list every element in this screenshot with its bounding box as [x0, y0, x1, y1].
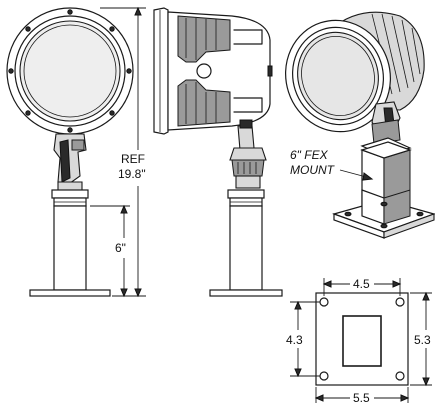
side-pivot: [196, 63, 212, 79]
side-fins-top: [177, 15, 231, 63]
iso-lens-inner: [301, 35, 375, 117]
front-bolt: [67, 127, 73, 133]
side-knuckle-base: [235, 175, 261, 189]
stem-height-label: 6": [115, 241, 126, 255]
base-plate-top-view: [315, 292, 409, 386]
front-bolt: [8, 68, 14, 74]
iso-lens: [297, 31, 379, 121]
hole-height-dimension: [290, 300, 320, 378]
isometric-view: [285, 11, 435, 239]
plate-hole: [319, 297, 329, 307]
front-lens: [19, 20, 121, 122]
front-bolt: [25, 26, 31, 32]
side-lens-ring: [153, 7, 169, 135]
side-view: [153, 7, 283, 297]
plate-height-dimension: [410, 291, 432, 387]
front-bracket-dark: [59, 139, 71, 183]
plate-hole: [395, 297, 405, 307]
hole-width-label: 4.5: [353, 277, 370, 291]
side-fins-bottom: [177, 79, 231, 127]
side-bracket-nut: [239, 119, 253, 129]
side-stem: [229, 205, 263, 291]
iso-base-side: [383, 213, 435, 239]
stem-height-dimension: [90, 204, 130, 298]
side-collar: [227, 189, 265, 199]
plate-width-label: 5.5: [353, 391, 370, 405]
front-bolt: [25, 110, 31, 116]
iso-mount-hole: [416, 211, 424, 217]
front-bolt: [67, 9, 73, 15]
overall-height-label: 19.8": [118, 167, 146, 181]
iso-knuckle: [371, 119, 401, 145]
front-base-plate: [29, 289, 111, 297]
hole-height-label: 4.3: [286, 333, 303, 347]
mount-label-line2: MOUNT: [290, 163, 336, 177]
front-lens-inner: [23, 24, 117, 118]
overall-height-dimension: [100, 6, 146, 298]
ref-label: REF: [121, 152, 145, 166]
side-knuckle-lower: [231, 159, 265, 177]
plate-width-dimension: [314, 387, 410, 403]
iso-front-ring-inner: [292, 26, 384, 126]
iso-post-side-lower: [383, 189, 411, 225]
plate-hole: [319, 371, 329, 381]
iso-mount-hole: [344, 211, 352, 217]
plate-center-cutout: [342, 315, 382, 367]
plate-hole: [395, 371, 405, 381]
front-knuckle: [57, 181, 83, 191]
iso-mount-hole: [380, 201, 388, 207]
front-bolt: [109, 26, 115, 32]
hole-width-dimension: [322, 278, 402, 296]
side-knuckle-upper: [229, 147, 267, 161]
mount-label-line1: 6" FEX: [290, 148, 329, 162]
front-stem: [53, 205, 87, 291]
front-housing-inner-ring: [14, 15, 126, 127]
front-view: [6, 7, 134, 297]
plate-height-label: 5.3: [414, 333, 431, 347]
side-rear-tab: [267, 65, 273, 77]
iso-mount-hole: [380, 223, 388, 229]
front-bolt: [109, 110, 115, 116]
side-rear-slot-top: [233, 29, 263, 45]
front-collar: [51, 189, 89, 199]
iso-post-top: [360, 141, 412, 159]
side-rear-slot-bottom: [233, 97, 263, 113]
mount-leader: [339, 169, 374, 181]
front-bolt: [126, 68, 132, 74]
side-bracket-arm: [237, 125, 255, 151]
front-bracket-cap: [71, 139, 85, 151]
side-base-plate: [209, 289, 283, 297]
